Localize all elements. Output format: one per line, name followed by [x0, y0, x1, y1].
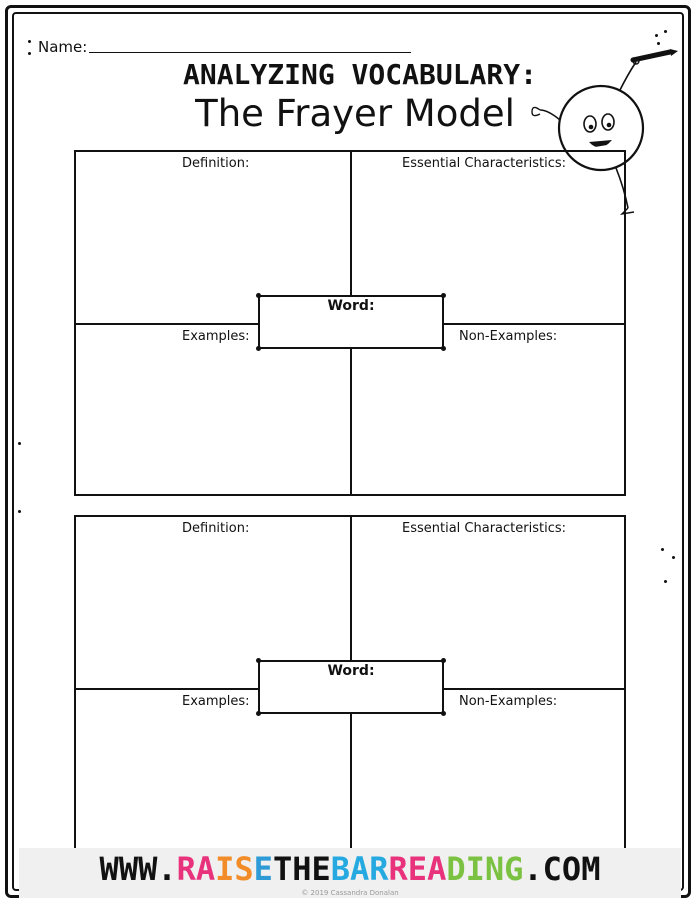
corner-dot: [441, 711, 446, 716]
name-row: Name:: [38, 34, 412, 56]
url-segment: REA: [388, 850, 447, 888]
non-examples-label: Non-Examples:: [459, 694, 558, 709]
non-examples-label: Non-Examples:: [459, 329, 558, 344]
url-segment: DING: [446, 850, 524, 888]
pencil-icon: [630, 49, 678, 63]
decor-dot: [28, 40, 31, 43]
name-label: Name:: [38, 38, 88, 56]
worksheet-title: ANALYZING VOCABULARY:: [182, 58, 537, 91]
definition-label: Definition:: [182, 521, 250, 536]
definition-label: Definition:: [182, 156, 250, 171]
name-input-line[interactable]: [89, 52, 412, 53]
word-box[interactable]: Word:: [256, 293, 446, 351]
footer-strip: [19, 848, 681, 898]
corner-dot: [441, 658, 446, 663]
decor-dot: [672, 556, 675, 559]
decor-dot: [18, 510, 21, 513]
corner-dot: [256, 346, 261, 351]
url-segment: WWW.: [99, 850, 177, 888]
frayer-model-2: Definition: Essential Characteristics: E…: [74, 515, 626, 861]
examples-label: Examples:: [182, 329, 250, 344]
word-box[interactable]: Word:: [256, 658, 446, 716]
worksheet-subtitle: The Frayer Model: [195, 92, 515, 135]
decor-dot: [661, 548, 664, 551]
word-label: Word:: [327, 663, 375, 679]
url-segment: THE: [272, 850, 331, 888]
corner-dot: [256, 658, 261, 663]
decor-dot: [664, 580, 667, 583]
decor-dot: [664, 30, 667, 33]
url-segment: RA: [176, 850, 216, 888]
examples-label: Examples:: [182, 694, 250, 709]
decor-dot: [28, 52, 31, 55]
decor-dot: [18, 442, 21, 445]
frayer-model-1: Definition: Essential Characteristics: E…: [74, 150, 626, 496]
footer-website-link[interactable]: WWW.RAISETHEBARREADING.COM: [0, 850, 700, 888]
essential-characteristics-label: Essential Characteristics:: [402, 521, 566, 536]
essential-characteristics-label: Essential Characteristics:: [402, 156, 566, 171]
decor-dot: [655, 34, 658, 37]
url-segment: IS: [215, 850, 254, 888]
word-label: Word:: [327, 298, 375, 314]
corner-dot: [256, 293, 261, 298]
mascot-illustration: [531, 49, 678, 216]
url-segment: .COM: [523, 850, 601, 888]
copyright-text: © 2019 Cassandra Donalan: [301, 889, 399, 897]
url-segment: E: [253, 850, 273, 888]
corner-dot: [441, 293, 446, 298]
url-segment: BAR: [330, 850, 389, 888]
corner-dot: [256, 711, 261, 716]
corner-dot: [441, 346, 446, 351]
decor-dot: [657, 42, 660, 45]
